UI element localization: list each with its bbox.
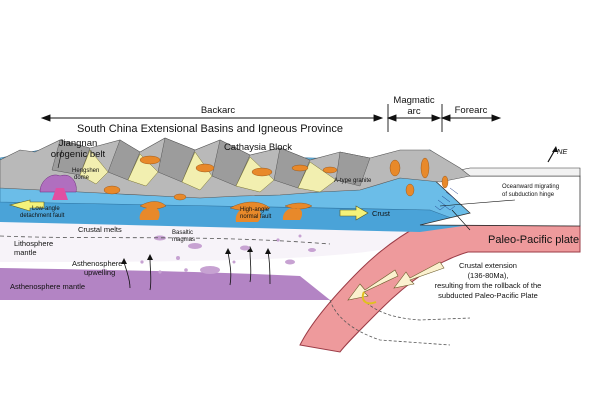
label-lithosphere: Lithosphere bbox=[14, 239, 53, 248]
diagram-title: South China Extensional Basins and Igneo… bbox=[77, 123, 343, 135]
label-hengshan-dome: dome bbox=[74, 175, 90, 181]
label-extension-rollback: resulting from the rollback of the bbox=[435, 281, 542, 290]
label-extension-age: (136-80Ma), bbox=[468, 271, 509, 280]
label-paleo-pacific: Paleo-Pacific plate bbox=[488, 234, 579, 246]
label-oceanward: Oceanward migrating bbox=[502, 184, 559, 190]
label-a-type-granite: A-type granite bbox=[334, 178, 372, 184]
rollback-arrow-lower bbox=[393, 261, 445, 289]
zone-brackets bbox=[40, 104, 502, 132]
zone-label-arc: arc bbox=[407, 106, 420, 117]
label-cathaysia: Cathaysia Block bbox=[224, 142, 292, 153]
label-low-angle: Low-angle bbox=[32, 206, 60, 212]
zone-label-backarc: Backarc bbox=[201, 105, 236, 116]
fault-blocks bbox=[51, 137, 371, 189]
label-magmas: magmas bbox=[172, 237, 195, 243]
rollback-arrow-upper bbox=[347, 269, 399, 301]
north-east-arrow bbox=[547, 146, 558, 163]
plate-dashed-outline bbox=[329, 299, 451, 346]
label-subduction-hinge: of subduction hinge bbox=[502, 192, 555, 198]
extension-arrows bbox=[8, 199, 445, 305]
label-crust: Crust bbox=[372, 209, 391, 218]
hengshan-dome bbox=[39, 174, 77, 200]
label-crustal-extension: Crustal extension bbox=[459, 261, 517, 270]
label-basaltic: Basaltic bbox=[172, 230, 193, 236]
label-jiangnan: Jiangnan bbox=[59, 138, 98, 149]
left-extension-arrow bbox=[8, 199, 45, 212]
label-orogenic-belt: orogenic belt bbox=[51, 149, 106, 160]
zone-label-forearc: Forearc bbox=[455, 105, 488, 116]
label-ne: NE bbox=[557, 147, 568, 156]
label-high-angle: High-angle bbox=[240, 207, 270, 213]
zone-label-magmatic: Magmatic bbox=[393, 95, 434, 106]
slab-tip-curl bbox=[361, 291, 377, 305]
right-extension-arrow bbox=[339, 205, 369, 221]
granite-plutons bbox=[103, 155, 449, 212]
accretionary-wedge bbox=[434, 187, 459, 211]
label-crustal-melts: Crustal melts bbox=[78, 225, 122, 234]
crust-front-face bbox=[0, 200, 470, 232]
label-lithosphere-mantle: mantle bbox=[14, 248, 37, 257]
label-detachment-fault: detachment fault bbox=[20, 213, 65, 219]
leader-lines bbox=[57, 149, 516, 231]
moho-dashed-line bbox=[0, 235, 331, 245]
basaltic-magma-blobs bbox=[102, 234, 316, 274]
label-normal-fault: normal fault bbox=[240, 214, 272, 220]
label-extension-subducted: subducted Paleo-Pacific Plate bbox=[438, 291, 538, 300]
label-hengshan: Hengshen bbox=[72, 168, 99, 174]
crustal-magma-diapirs bbox=[139, 206, 303, 222]
upwelling-arrowheads bbox=[121, 246, 271, 264]
upwelling-arrows bbox=[123, 249, 271, 291]
label-asthenosphere-mantle: Asthenosphere mantle bbox=[10, 282, 85, 291]
asthenosphere-mantle bbox=[0, 268, 330, 300]
label-upwelling: upwelling bbox=[84, 268, 115, 277]
label-asthenosphere-up: Asthenosphere bbox=[72, 259, 122, 268]
